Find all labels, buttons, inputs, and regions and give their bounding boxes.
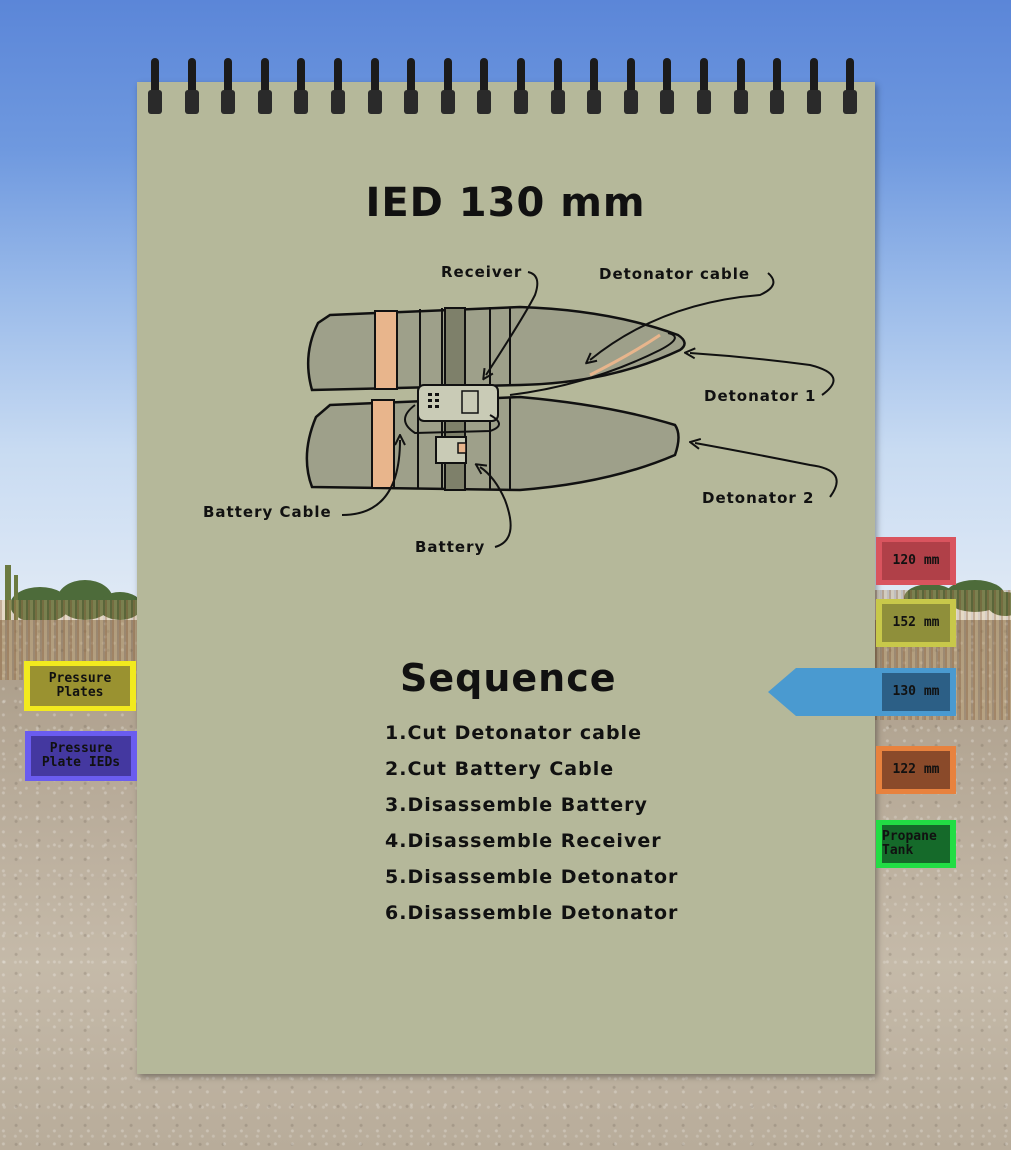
sequence-step: 6.Disassemble Detonator bbox=[385, 902, 679, 924]
sequence-step: 5.Disassemble Detonator bbox=[385, 866, 679, 888]
sequence-step: 4.Disassemble Receiver bbox=[385, 830, 662, 852]
binding-ring bbox=[806, 58, 821, 116]
binding-ring bbox=[733, 58, 748, 116]
binding-ring bbox=[550, 58, 565, 116]
tab-pressure-plate-ieds-label: Pressure Plate IEDs bbox=[31, 736, 131, 776]
tab-120mm-label: 120 mm bbox=[882, 542, 950, 580]
binding-ring bbox=[587, 58, 602, 116]
ied-diagram: Receiver Detonator cable Detonator 1 Det… bbox=[190, 255, 850, 565]
sequence-title: Sequence bbox=[400, 656, 617, 700]
label-receiver: Receiver bbox=[441, 263, 523, 281]
receiver-phone-drawing bbox=[417, 384, 499, 422]
tab-152mm-label: 152 mm bbox=[882, 604, 950, 642]
tab-pressure-plate-ieds[interactable]: Pressure Plate IEDs bbox=[25, 731, 137, 781]
label-detonator-cable: Detonator cable bbox=[599, 265, 751, 283]
tab-120mm[interactable]: 120 mm bbox=[876, 537, 956, 585]
binding-ring bbox=[331, 58, 345, 116]
battery-drawing bbox=[404, 404, 500, 464]
page-title: IED 130 mm bbox=[365, 180, 646, 226]
tab-pressure-plates[interactable]: Pressure Plates bbox=[24, 661, 136, 711]
binding-ring bbox=[843, 58, 858, 116]
binding-ring bbox=[440, 58, 455, 116]
tab-152mm[interactable]: 152 mm bbox=[876, 599, 956, 647]
tab-122mm[interactable]: 122 mm bbox=[876, 746, 956, 794]
tab-130mm-active[interactable]: 130 mm bbox=[768, 668, 956, 716]
binding-ring bbox=[477, 58, 492, 116]
field-notebook-page bbox=[137, 82, 875, 1074]
ied-drawing bbox=[305, 271, 838, 548]
label-battery: Battery bbox=[415, 538, 486, 556]
active-tab-arrow-shape bbox=[768, 668, 956, 716]
spiral-binding bbox=[148, 58, 868, 120]
sequence-step: 3.Disassemble Battery bbox=[385, 794, 648, 816]
binding-ring bbox=[404, 58, 419, 116]
binding-ring bbox=[294, 58, 309, 116]
tab-122mm-label: 122 mm bbox=[882, 751, 950, 789]
binding-ring bbox=[660, 58, 675, 116]
binding-ring bbox=[221, 58, 236, 116]
shell-top bbox=[306, 305, 686, 392]
binding-ring bbox=[257, 58, 272, 116]
tab-propane-tank-label: Propane Tank bbox=[882, 825, 950, 863]
binding-ring bbox=[514, 58, 528, 116]
sequence-step: 2.Cut Battery Cable bbox=[385, 758, 615, 780]
tab-pressure-plates-label: Pressure Plates bbox=[30, 666, 130, 706]
binding-ring bbox=[148, 58, 162, 116]
tab-propane-tank[interactable]: Propane Tank bbox=[876, 820, 956, 868]
binding-ring bbox=[367, 58, 382, 116]
binding-ring bbox=[697, 58, 711, 116]
binding-ring bbox=[770, 58, 785, 116]
sequence-step: 1.Cut Detonator cable bbox=[385, 722, 642, 744]
binding-ring bbox=[623, 58, 638, 116]
tab-130mm: 130 mm bbox=[876, 668, 956, 716]
label-detonator-2: Detonator 2 bbox=[702, 489, 815, 507]
label-battery-cable: Battery Cable bbox=[203, 503, 332, 521]
sequence-steps: 1.Cut Detonator cable 2.Cut Battery Cabl… bbox=[385, 722, 678, 938]
label-detonator-1: Detonator 1 bbox=[704, 387, 817, 405]
binding-ring bbox=[184, 58, 199, 116]
tab-130mm-label: 130 mm bbox=[892, 684, 940, 699]
